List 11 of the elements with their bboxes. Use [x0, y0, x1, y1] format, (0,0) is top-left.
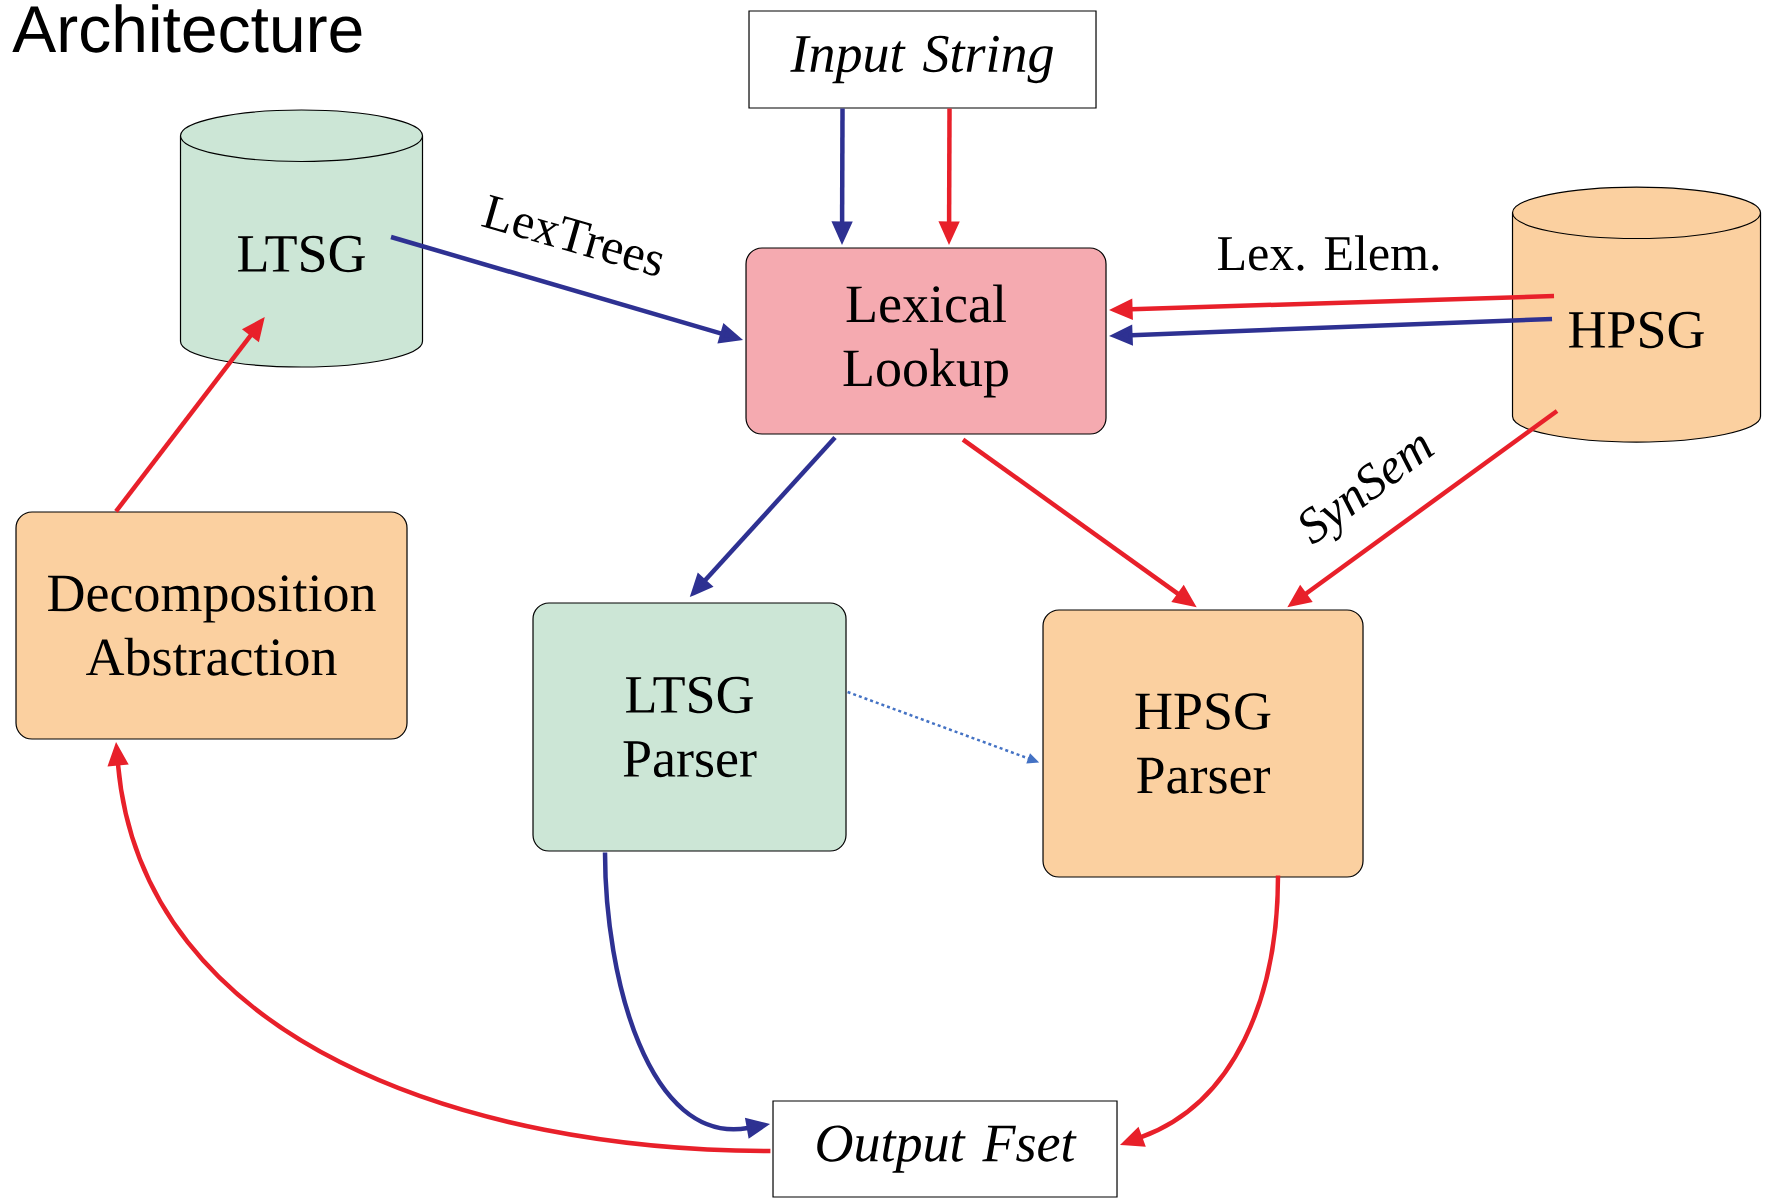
edge-label: LexTrees	[478, 193, 670, 279]
text-box: Input String	[748, 10, 1097, 109]
process-box: Decomposition Abstraction	[15, 511, 408, 740]
edge-label: Lex. Elem.	[1215, 234, 1443, 272]
database-cylinder: LTSG	[179, 109, 424, 368]
text-box: Output Fset	[772, 1100, 1118, 1198]
process-box: Lexical Lookup	[745, 247, 1107, 435]
process-box: HPSG Parser	[1042, 609, 1364, 878]
title: Architecture	[12, 4, 362, 53]
database-cylinder: HPSG	[1511, 186, 1762, 443]
process-box: LTSG Parser	[532, 602, 847, 852]
